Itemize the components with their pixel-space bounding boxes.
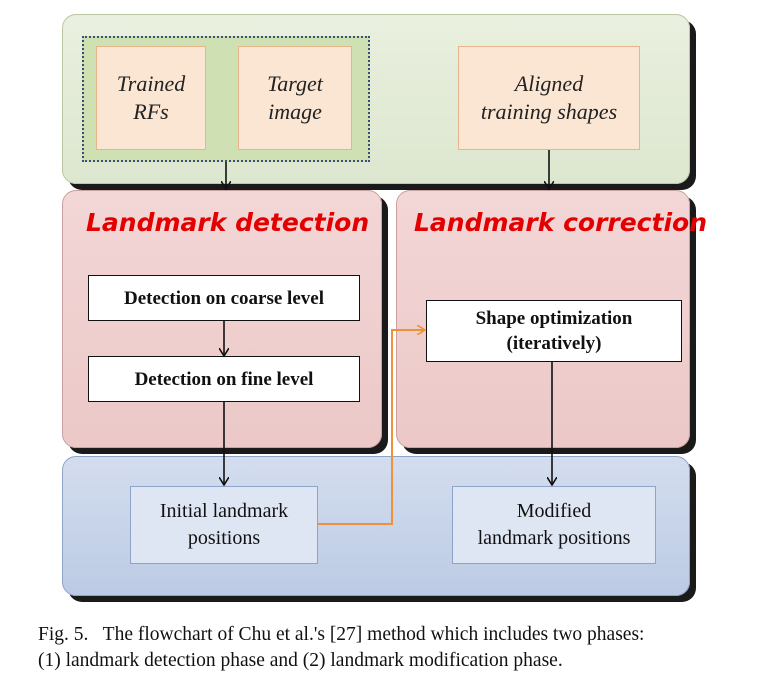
initial-positions-line2: positions [187, 527, 261, 549]
modified-landmark-positions-box: Modified landmark positions [452, 486, 656, 564]
target-image-line2: image [268, 99, 322, 124]
caption-line-1: Fig. 5. The flowchart of Chu et al.'s [2… [38, 624, 645, 645]
trained-rfs-line1: Trained [116, 71, 186, 96]
aligned-shapes-line1: Aligned [514, 71, 584, 96]
modified-positions-line1: Modified [516, 500, 592, 522]
fine-detection-step: Detection on fine level [88, 356, 360, 402]
shape-optimization-line2: (iteratively) [506, 333, 602, 354]
initial-positions-line1: Initial landmark [159, 500, 289, 522]
landmark-correction-title: Landmark correction [414, 208, 707, 237]
initial-landmark-positions-box: Initial landmark positions [130, 486, 318, 564]
shape-optimization-line1: Shape optimization [475, 308, 633, 329]
figure-caption: Fig. 5. The flowchart of Chu et al.'s [2… [38, 622, 758, 674]
aligned-training-shapes-box: Aligned training shapes [458, 46, 640, 150]
trained-rfs-box: Trained RFs [96, 46, 206, 150]
shape-optimization-step: Shape optimization (iteratively) [426, 300, 682, 362]
target-image-box: Target image [238, 46, 352, 150]
landmark-detection-title: Landmark detection [86, 208, 370, 237]
trained-rfs-line2: RFs [133, 99, 169, 124]
arrow-initial-to-optimization [318, 330, 424, 525]
modified-positions-line2: landmark positions [477, 527, 631, 549]
coarse-detection-step: Detection on coarse level [88, 275, 360, 321]
aligned-shapes-line2: training shapes [480, 99, 618, 124]
target-image-line1: Target [267, 71, 323, 96]
caption-line-2: (1) landmark detection phase and (2) lan… [38, 650, 563, 671]
